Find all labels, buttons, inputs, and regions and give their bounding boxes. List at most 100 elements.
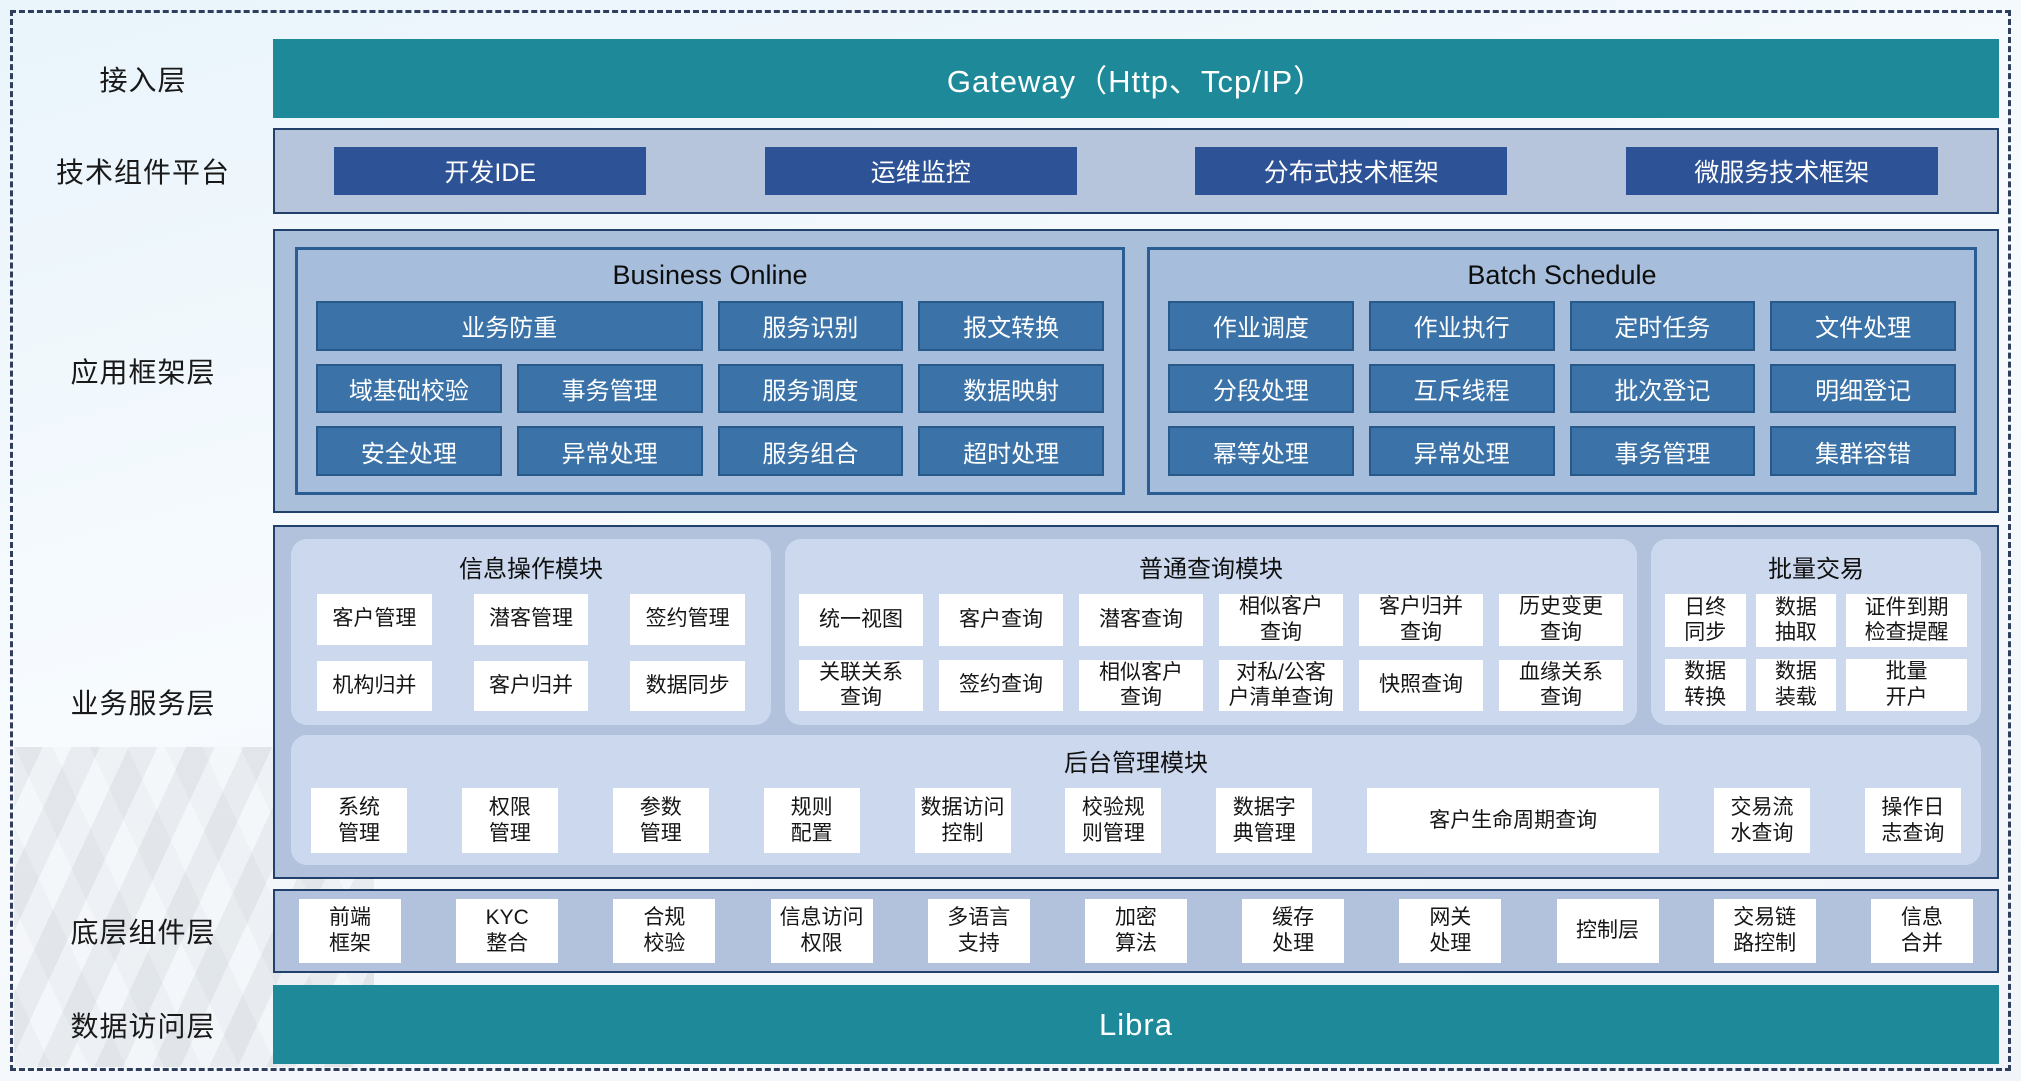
framework-item: 服务调度	[717, 363, 904, 414]
service-item: 权限 管理	[461, 788, 558, 853]
service-item: 交易流 水查询	[1714, 788, 1810, 853]
service-item: 历史变更 查询	[1499, 594, 1623, 646]
tech-platform-box: 开发IDE 运维监控 分布式技术框架 微服务技术框架	[273, 128, 1999, 214]
info-module-panel: 信息操作模块 客户管理 潜客管理 签约管理 机构归并 客户归并 数据同步	[291, 539, 771, 725]
framework-item: 域基础校验	[316, 363, 502, 414]
framework-item: 服务识别	[717, 301, 904, 351]
info-module-title: 信息操作模块	[459, 556, 603, 583]
layer-data-access: 数据访问层 Libra	[13, 985, 2008, 1064]
component-item: 前端 框架	[299, 899, 401, 963]
service-item: 校验规 则管理	[1065, 788, 1162, 853]
service-item: 数据字 典管理	[1216, 788, 1313, 853]
service-item: 数据 装载	[1755, 658, 1837, 711]
service-item: 日终 同步	[1665, 594, 1746, 647]
framework-item: 数据映射	[918, 363, 1104, 414]
component-item: 加密 算法	[1084, 899, 1187, 963]
service-item: 操作日 志查询	[1864, 788, 1961, 853]
service-item: 机构归并	[317, 660, 432, 711]
layer-access-label: 接入层	[99, 64, 187, 96]
admin-module-title: 后台管理模块	[1064, 750, 1208, 777]
service-item: 相似客户 查询	[1219, 594, 1343, 646]
service-item: 客户查询	[939, 594, 1063, 646]
query-module-panel: 普通查询模块 统一视图 客户查询 潜客查询 相似客户 查询 客户归并 查询 历史…	[785, 539, 1637, 725]
framework-item: 定时任务	[1569, 301, 1756, 351]
framework-item: 作业调度	[1168, 301, 1354, 351]
framework-item: 服务组合	[717, 426, 904, 476]
service-item: 客户归并	[473, 660, 589, 711]
service-item: 相似客户 查询	[1079, 659, 1203, 711]
framework-item: 异常处理	[516, 426, 703, 476]
diagram-frame: 接入层 Gateway（Http、Tcp/IP） 技术组件平台 开发IDE 运维…	[10, 10, 2011, 1071]
layer-data-access-label: 数据访问层	[70, 1010, 216, 1042]
batch-trade-title: 批量交易	[1768, 556, 1864, 583]
framework-item: 事务管理	[1569, 426, 1756, 476]
service-item: 统一视图	[799, 594, 923, 646]
component-item: 信息访问 权限	[770, 899, 873, 963]
service-item: 参数 管理	[612, 788, 709, 853]
libra-bar: Libra	[273, 985, 1999, 1064]
service-item: 快照查询	[1359, 659, 1483, 711]
query-module-title: 普通查询模块	[1139, 556, 1283, 583]
service-item: 客户归并 查询	[1359, 594, 1483, 646]
layer-service-label: 业务服务层	[70, 688, 216, 719]
service-item: 血缘关系 查询	[1499, 659, 1623, 711]
business-online-grid: 业务防重 服务识别 报文转换 域基础校验 事务管理 服务调度 数据映射 安全处理…	[316, 301, 1104, 476]
admin-module-row: 系统 管理 权限 管理 参数 管理 规则 配置 数据访问 控制 校验规 则管理 …	[305, 788, 1967, 853]
layer-tech-platform: 技术组件平台 开发IDE 运维监控 分布式技术框架 微服务技术框架	[13, 128, 2008, 214]
framework-item: 作业执行	[1368, 301, 1555, 351]
service-item: 潜客查询	[1079, 594, 1203, 646]
service-item: 数据访问 控制	[914, 788, 1011, 853]
layer-tech-label: 技术组件平台	[55, 157, 230, 188]
service-item: 对私/公客 户清单查询	[1219, 659, 1343, 711]
layer-components: 底层组件层 前端 框架 KYC 整合 合规 校验 信息访问 权限 多语言 支持 …	[13, 889, 2008, 973]
app-framework-box: Business Online 业务防重 服务识别 报文转换 域基础校验 事务管…	[273, 229, 1999, 513]
layer-components-label: 底层组件层	[70, 917, 216, 948]
service-item: 数据 抽取	[1755, 594, 1837, 647]
service-item: 批量 开户	[1846, 658, 1967, 711]
component-item: 多语言 支持	[927, 899, 1030, 963]
component-item: 交易链 路控制	[1713, 899, 1816, 963]
framework-item: 互斥线程	[1368, 363, 1555, 414]
tech-item: 分布式技术框架	[1195, 147, 1508, 195]
framework-item: 异常处理	[1368, 426, 1555, 476]
layer-access: 接入层 Gateway（Http、Tcp/IP）	[13, 39, 2008, 118]
framework-item: 分段处理	[1168, 363, 1354, 414]
framework-item: 报文转换	[918, 301, 1104, 351]
business-online-panel: Business Online 业务防重 服务识别 报文转换 域基础校验 事务管…	[295, 247, 1125, 495]
admin-module-panel: 后台管理模块 系统 管理 权限 管理 参数 管理 规则 配置 数据访问 控制 校…	[291, 735, 1981, 865]
components-row: 前端 框架 KYC 整合 合规 校验 信息访问 权限 多语言 支持 加密 算法 …	[275, 899, 1997, 963]
tech-item: 开发IDE	[334, 147, 647, 195]
service-item: 系统 管理	[311, 788, 407, 853]
service-item: 客户生命周期查询	[1367, 788, 1660, 853]
query-module-grid: 统一视图 客户查询 潜客查询 相似客户 查询 客户归并 查询 历史变更 查询 关…	[799, 594, 1623, 711]
components-box: 前端 框架 KYC 整合 合规 校验 信息访问 权限 多语言 支持 加密 算法 …	[273, 889, 1999, 973]
batch-trade-grid: 日终 同步 数据 抽取 证件到期 检查提醒 数据 转换 数据 装载 批量 开户	[1665, 594, 1967, 711]
layer-business-service: 业务服务层 信息操作模块 客户管理 潜客管理 签约管理 机构归并 客户归并 数据…	[13, 525, 2008, 879]
service-item: 规则 配置	[763, 788, 860, 853]
service-item: 签约管理	[630, 594, 745, 645]
component-item: KYC 整合	[456, 899, 559, 963]
framework-item: 业务防重	[316, 301, 703, 351]
component-item: 信息 合并	[1870, 899, 1973, 963]
layer-app-framework: 应用框架层 Business Online 业务防重 服务识别 报文转换 域基础…	[13, 229, 2008, 513]
framework-item: 安全处理	[316, 426, 502, 476]
batch-trade-panel: 批量交易 日终 同步 数据 抽取 证件到期 检查提醒 数据 转换 数据 装载 批…	[1651, 539, 1981, 725]
framework-item: 明细登记	[1770, 363, 1956, 414]
business-service-box: 信息操作模块 客户管理 潜客管理 签约管理 机构归并 客户归并 数据同步 普通查…	[273, 525, 1999, 879]
service-item: 证件到期 检查提醒	[1846, 594, 1967, 647]
component-item: 合规 校验	[613, 899, 716, 963]
component-item: 网关 处理	[1399, 899, 1502, 963]
service-item: 签约查询	[939, 659, 1063, 711]
component-item: 控制层	[1556, 899, 1659, 963]
gateway-bar: Gateway（Http、Tcp/IP）	[273, 39, 1999, 118]
batch-schedule-title: Batch Schedule	[1467, 260, 1657, 290]
component-item: 缓存 处理	[1242, 899, 1345, 963]
batch-schedule-grid: 作业调度 作业执行 定时任务 文件处理 分段处理 互斥线程 批次登记 明细登记 …	[1168, 301, 1956, 476]
service-item: 客户管理	[317, 594, 432, 645]
framework-item: 幂等处理	[1168, 426, 1354, 476]
framework-item: 超时处理	[918, 426, 1104, 476]
service-item: 数据同步	[630, 660, 745, 711]
tech-item: 微服务技术框架	[1625, 147, 1938, 195]
service-top-row: 信息操作模块 客户管理 潜客管理 签约管理 机构归并 客户归并 数据同步 普通查…	[291, 539, 1981, 725]
